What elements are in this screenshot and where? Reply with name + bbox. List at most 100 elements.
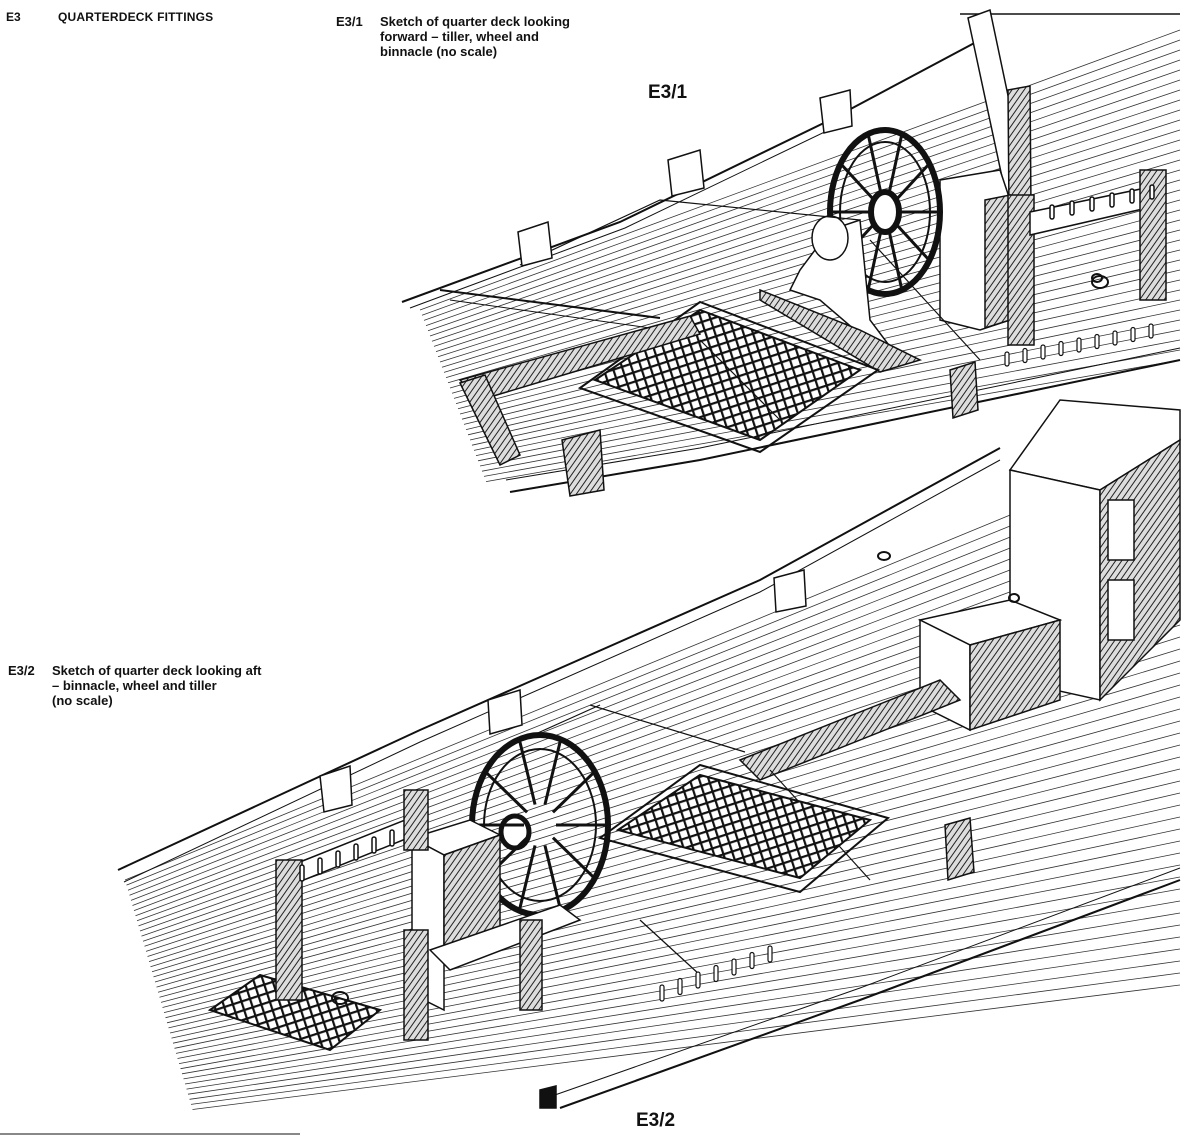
deck-plank-line bbox=[163, 756, 1181, 1013]
belaying-pin bbox=[659, 984, 665, 1002]
belaying-pin bbox=[1130, 326, 1136, 343]
figure-1-code: E3/1 bbox=[336, 14, 363, 29]
belaying-pin bbox=[317, 857, 323, 875]
belaying-pin bbox=[389, 829, 395, 847]
deck-plank-line bbox=[189, 960, 1181, 1100]
wheel-stand-fig1 bbox=[759, 215, 923, 373]
deck-plank-line bbox=[132, 504, 1181, 906]
belaying-pin bbox=[767, 945, 773, 963]
belaying-pin bbox=[1149, 184, 1155, 200]
deck-plank-line bbox=[126, 456, 1181, 886]
belaying-pin bbox=[749, 951, 755, 970]
wheel-spoke bbox=[894, 162, 931, 202]
deck-plank-line bbox=[160, 732, 1181, 1003]
steering-wheel-fig1 bbox=[827, 127, 943, 297]
deck-plank-line bbox=[133, 516, 1181, 911]
deck-plank-line bbox=[427, 69, 1181, 332]
figure-2-label: E3/2 bbox=[636, 1110, 676, 1131]
belaying-pin bbox=[695, 971, 701, 989]
ring-bolts bbox=[331, 273, 1109, 1005]
deck-plank-line bbox=[437, 119, 1181, 358]
deck-plank-line bbox=[166, 780, 1181, 1024]
deck-plank-line bbox=[431, 89, 1181, 342]
figure-1-caption-line: binnacle (no scale) bbox=[380, 44, 498, 59]
belaying-pin bbox=[1022, 347, 1028, 364]
belaying-pin bbox=[371, 836, 377, 854]
deck-plank-line bbox=[192, 984, 1181, 1110]
belaying-pin bbox=[299, 864, 305, 882]
belaying-pin bbox=[1089, 196, 1095, 212]
deck-plank-line bbox=[159, 720, 1181, 998]
figure-2-caption: Sketch of quarter deck looking aft – bin… bbox=[52, 663, 262, 708]
belaying-pin bbox=[731, 958, 737, 976]
wheel-spoke bbox=[543, 738, 563, 805]
wheel-spoke bbox=[887, 230, 904, 291]
figure-2-caption-line: (no scale) bbox=[52, 693, 113, 708]
belaying-pin bbox=[713, 964, 719, 983]
deck-plank-line bbox=[157, 708, 1181, 993]
figure-1-label: E3/1 bbox=[648, 82, 688, 103]
hatch-grating-fig2 bbox=[597, 763, 891, 894]
deck-plank-line bbox=[187, 948, 1181, 1095]
wheel-spoke bbox=[551, 770, 596, 814]
deck-plank-line bbox=[441, 139, 1181, 368]
deck-plank-line bbox=[135, 528, 1181, 917]
belaying-pin bbox=[1049, 204, 1055, 220]
deck-plank-line bbox=[467, 269, 1181, 436]
belaying-pin bbox=[335, 850, 341, 868]
belaying-pin bbox=[1109, 192, 1115, 208]
wheel-spoke bbox=[839, 162, 876, 202]
wheel-spoke bbox=[866, 133, 883, 194]
figure-1-caption-line: Sketch of quarter deck looking bbox=[380, 14, 570, 29]
belaying-pin bbox=[1148, 323, 1154, 339]
deck-plank-line bbox=[129, 480, 1181, 896]
tiller-ropes-fig1 bbox=[519, 199, 981, 421]
tiller-beam-fig1 bbox=[439, 289, 702, 467]
binnacle-fig1 bbox=[939, 169, 1035, 346]
figure-2-caption-line: – binnacle, wheel and tiller bbox=[52, 678, 217, 693]
belaying-pins-fig1 bbox=[1004, 323, 1154, 367]
belaying-pin bbox=[1094, 333, 1100, 350]
fife-rail bbox=[1029, 169, 1167, 301]
wheel-spoke bbox=[894, 222, 931, 262]
deck-plank-line bbox=[168, 792, 1181, 1029]
deck-plank-line bbox=[124, 444, 1181, 881]
belaying-pin bbox=[353, 843, 359, 861]
figure-1-caption: Sketch of quarter deck looking forward –… bbox=[380, 14, 570, 59]
deck-plank-line bbox=[184, 924, 1181, 1085]
figure-2-code: E3/2 bbox=[8, 663, 35, 678]
deck-plank-line bbox=[429, 79, 1181, 337]
deck-plank-line bbox=[165, 768, 1181, 1019]
fife-rail-fig2 bbox=[275, 789, 429, 1001]
belaying-pin bbox=[1040, 344, 1046, 360]
figure-2-deck bbox=[117, 430, 1181, 1110]
belaying-pin bbox=[1069, 200, 1075, 216]
wheel-spoke bbox=[551, 836, 596, 880]
deck-plank-line bbox=[439, 129, 1181, 363]
sheet-code: E3 bbox=[6, 10, 21, 24]
wheel-spoke bbox=[517, 845, 537, 912]
wheel-spoke bbox=[866, 230, 883, 291]
deck-plank-line bbox=[423, 49, 1181, 321]
deck-plank-line bbox=[190, 972, 1181, 1105]
deck-plank-line bbox=[425, 59, 1181, 326]
deck-plank-line bbox=[186, 936, 1181, 1090]
deck-plank-line bbox=[419, 29, 1181, 311]
sheet-title: QUARTERDECK FITTINGS bbox=[58, 10, 214, 24]
deck-plank-line bbox=[183, 912, 1181, 1080]
wheel-spoke bbox=[543, 845, 563, 912]
wheel-spoke bbox=[484, 770, 529, 814]
belaying-pin bbox=[1058, 340, 1064, 357]
belaying-pin bbox=[1129, 188, 1135, 204]
belaying-pins-fig2 bbox=[659, 945, 773, 1002]
deck-plank-line bbox=[162, 744, 1181, 1008]
figure-1-caption-line: forward – tiller, wheel and bbox=[380, 29, 539, 44]
deck-plank-line bbox=[465, 259, 1181, 430]
binnacle-fig2 bbox=[403, 819, 582, 1041]
deck-plank-line bbox=[435, 109, 1181, 352]
cleats-fig1 bbox=[517, 89, 979, 497]
figure-2-caption-line: Sketch of quarter deck looking aft bbox=[52, 663, 262, 678]
hatch-grating-fig2-lower bbox=[207, 973, 383, 1052]
tiller-beam-fig2 bbox=[738, 679, 962, 781]
